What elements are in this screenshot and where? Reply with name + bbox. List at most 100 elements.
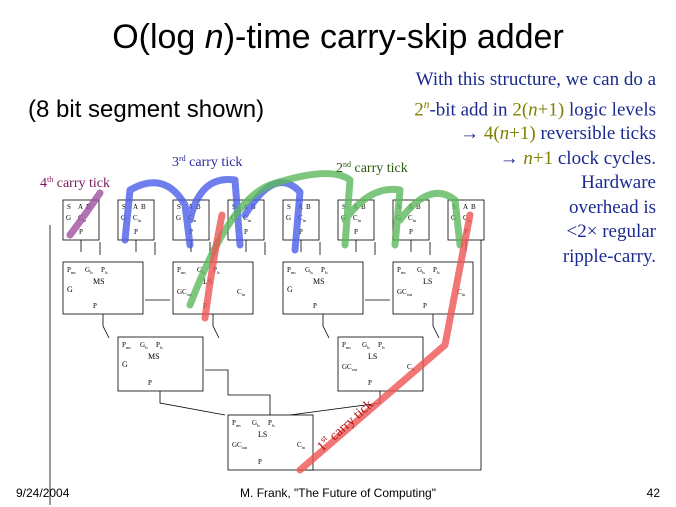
label-s: S <box>342 203 346 211</box>
label-p: P <box>134 228 138 236</box>
label-gcout: GCout <box>177 288 193 297</box>
ls-block-4-box <box>227 414 314 471</box>
tick2-label: 2nd carry tick <box>336 160 408 176</box>
label-g: G <box>286 214 291 222</box>
label-b: B <box>196 203 201 211</box>
label-pls: Pls <box>321 266 328 275</box>
label-gcout: GCout <box>342 363 358 372</box>
label-g: G <box>176 214 181 222</box>
label-b: B <box>361 203 366 211</box>
wire <box>212 314 220 339</box>
label-g: G <box>66 214 71 222</box>
wire <box>322 314 330 339</box>
wiring <box>49 220 482 505</box>
footer-page: 42 <box>646 486 660 500</box>
label-p: P <box>368 379 372 387</box>
label-cin: Cin <box>408 214 417 223</box>
label-gls: Gls <box>140 341 148 350</box>
footer-date: 9/24/2004 <box>16 486 70 500</box>
label-gcout: GCout <box>232 441 248 450</box>
wire <box>205 369 271 415</box>
label-p: P <box>148 379 152 387</box>
label-s: S <box>287 203 291 211</box>
label-a: A <box>78 203 83 211</box>
label-gls: Gls <box>252 419 260 428</box>
carry-tick-strokes <box>66 170 474 474</box>
label-g: G <box>287 285 293 294</box>
label-b: B <box>471 203 476 211</box>
slide-title: O(log n)-time carry-skip adder <box>112 18 564 56</box>
label-s: S <box>122 203 126 211</box>
label-cin: Cin <box>237 288 246 297</box>
label-ms: MS <box>148 352 160 361</box>
label-p: P <box>299 228 303 236</box>
label-g: G <box>122 360 128 369</box>
label-s: S <box>177 203 181 211</box>
label-pls: Pls <box>101 266 108 275</box>
tick4-label: 4th carry tick <box>40 175 110 191</box>
label-pms: Pms <box>342 341 351 350</box>
label-pls: Pls <box>433 266 440 275</box>
overhead-note: With this structure, we can do a 2n-bit … <box>414 69 656 267</box>
label-cin: Cin <box>353 214 362 223</box>
tick4-stroke <box>66 189 104 239</box>
label-pls: Pls <box>156 341 163 350</box>
ls-block-3-box <box>337 336 424 392</box>
tick1-stroke <box>201 211 474 474</box>
wire <box>159 391 226 416</box>
label-p: P <box>93 302 97 310</box>
label-p: P <box>313 302 317 310</box>
wire <box>102 314 110 339</box>
label-s: S <box>67 203 71 211</box>
label-gls: Gls <box>85 266 93 275</box>
label-g: G <box>67 285 73 294</box>
label-cin: Cin <box>298 214 307 223</box>
label-g: G <box>121 214 126 222</box>
label-gls: Gls <box>417 266 425 275</box>
wire <box>300 220 482 471</box>
label-gls: Gls <box>362 341 370 350</box>
label-pms: Pms <box>232 419 241 428</box>
label-a: A <box>133 203 138 211</box>
label-pls: Pls <box>268 419 275 428</box>
label-pms: Pms <box>67 266 76 275</box>
label-p: P <box>258 458 262 466</box>
label-ls: LS <box>258 430 267 439</box>
label-pls: Pls <box>213 266 220 275</box>
tick3-label: 3rd carry tick <box>172 154 242 170</box>
label-cin: Cin <box>133 214 142 223</box>
label-b: B <box>306 203 311 211</box>
subtitle: (8 bit segment shown) <box>28 96 265 123</box>
label-pms: Pms <box>122 341 131 350</box>
ms-block-1-box <box>62 261 144 315</box>
label-pms: Pms <box>287 266 296 275</box>
label-p: P <box>79 228 83 236</box>
label-a: A <box>463 203 468 211</box>
label-pms: Pms <box>397 266 406 275</box>
label-p: P <box>423 302 427 310</box>
label-cin: Cin <box>457 288 466 297</box>
label-ls: LS <box>368 352 377 361</box>
label-p: P <box>244 228 248 236</box>
label-ms: MS <box>313 277 325 286</box>
label-cin: Cin <box>243 214 252 223</box>
wire <box>432 314 440 339</box>
label-ms: MS <box>93 277 105 286</box>
label-ls: LS <box>423 277 432 286</box>
label-gcout: GCout <box>397 288 413 297</box>
footer-center: M. Frank, "The Future of Computing" <box>240 486 436 500</box>
label-b: B <box>141 203 146 211</box>
label-gls: Gls <box>305 266 313 275</box>
label-pls: Pls <box>378 341 385 350</box>
ms-block-2-box <box>282 261 364 315</box>
label-cin: Cin <box>297 441 306 450</box>
label-p: P <box>354 228 358 236</box>
tick1-label: 1st carry tick <box>313 395 377 455</box>
label-pms: Pms <box>177 266 186 275</box>
